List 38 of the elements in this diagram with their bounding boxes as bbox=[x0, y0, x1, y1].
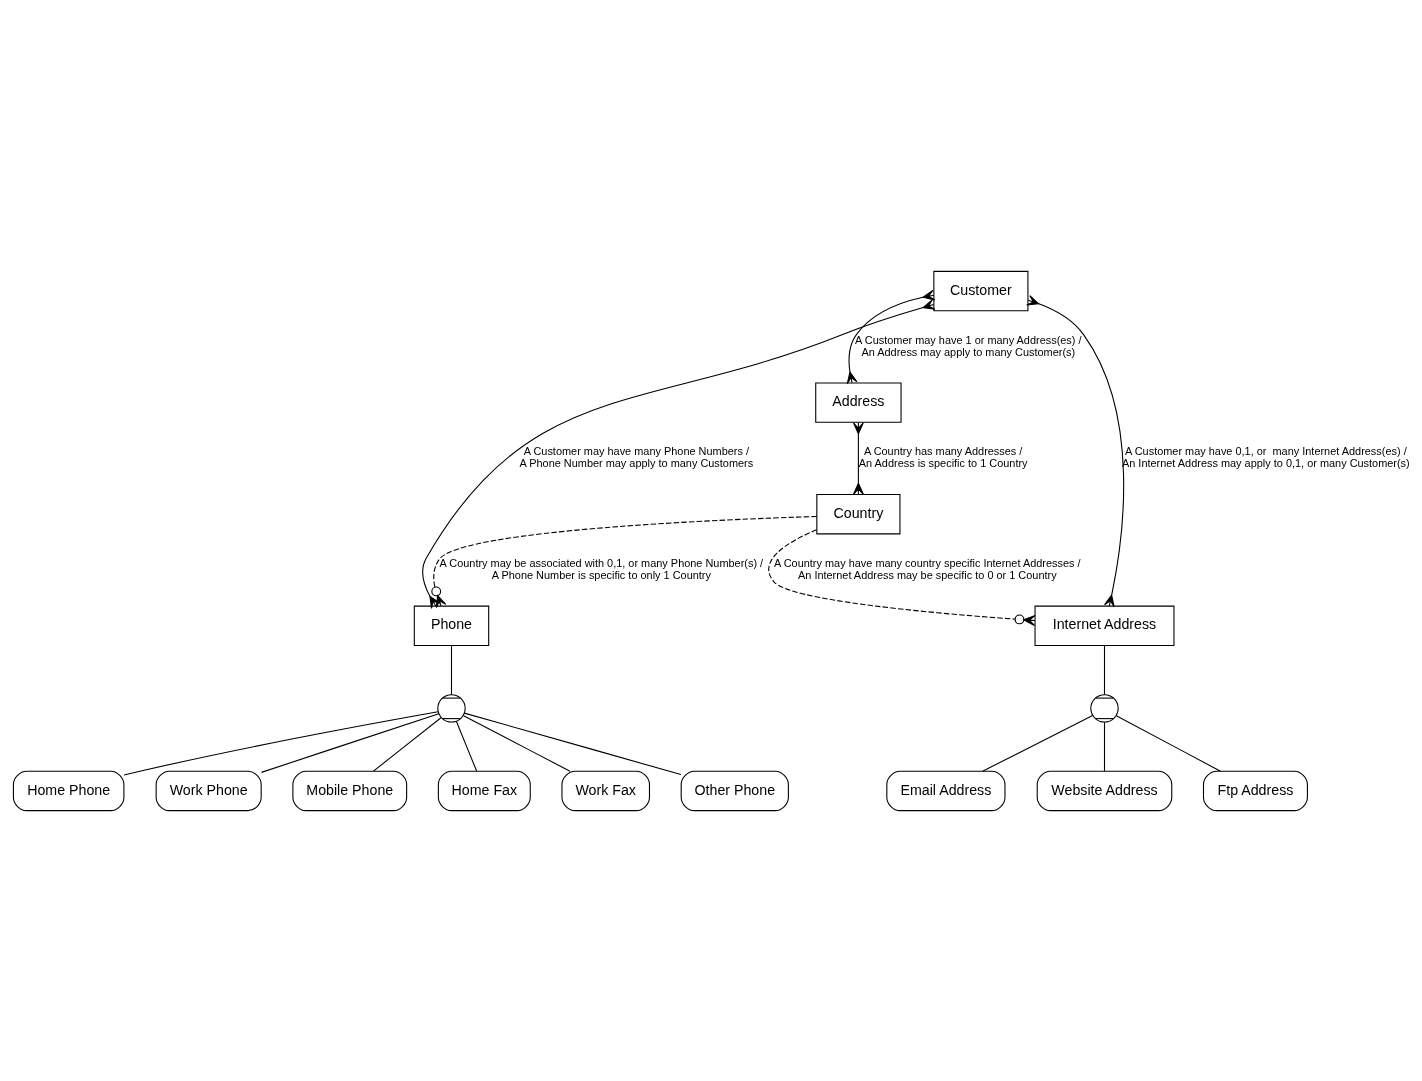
node-box: Country bbox=[816, 493, 901, 534]
edge-label: A Country has many Addresses / An Address is specific to 1 Country bbox=[858, 444, 1028, 469]
node-box: Work Fax bbox=[561, 770, 650, 811]
connector bbox=[852, 421, 864, 495]
connector bbox=[463, 714, 571, 772]
node-box: Website Address bbox=[1036, 770, 1173, 811]
connector bbox=[450, 644, 453, 695]
node-box: Ftp Address bbox=[1202, 770, 1308, 811]
edge-label: A Country may have many country specific Internet Addresses / An Internet Address may be specific to 0 or 1 Country bbox=[774, 556, 1081, 581]
node-semicircle bbox=[1090, 693, 1119, 723]
node-box: Customer bbox=[933, 270, 1029, 311]
edge-label: A Country may be associated with 0,1, or many Phone Number(s) / A Phone Number is specific to only 1 Country bbox=[439, 556, 764, 581]
connector bbox=[431, 515, 818, 608]
edge-label: A Customer may have many Phone Numbers / A Phone Number may apply to many Customers bbox=[519, 444, 754, 469]
node-box: Work Phone bbox=[155, 770, 262, 811]
node-semicircle bbox=[437, 693, 466, 723]
connector bbox=[123, 710, 439, 776]
connector bbox=[1103, 721, 1106, 771]
connector bbox=[1026, 294, 1125, 607]
connector bbox=[422, 298, 936, 609]
connector bbox=[982, 714, 1094, 772]
edge-label: A Customer may have 1 or many Address(es) / An Address may apply to many Customer(s) bbox=[855, 333, 1082, 358]
connector bbox=[260, 712, 440, 773]
node-box: Mobile Phone bbox=[292, 770, 408, 811]
node-box: Other Phone bbox=[680, 770, 789, 811]
connector bbox=[768, 528, 1036, 626]
connector bbox=[455, 720, 478, 772]
connector bbox=[463, 712, 682, 775]
connector bbox=[1103, 644, 1106, 695]
node-box: Home Fax bbox=[437, 770, 531, 811]
node-box: Internet Address bbox=[1034, 605, 1175, 646]
node-box: Email Address bbox=[886, 770, 1006, 811]
connector bbox=[846, 289, 936, 384]
node-box: Phone bbox=[413, 605, 490, 646]
node-box: Home Phone bbox=[12, 770, 125, 811]
connector bbox=[1115, 714, 1222, 772]
connector bbox=[372, 716, 442, 772]
node-box: Address bbox=[815, 381, 902, 423]
